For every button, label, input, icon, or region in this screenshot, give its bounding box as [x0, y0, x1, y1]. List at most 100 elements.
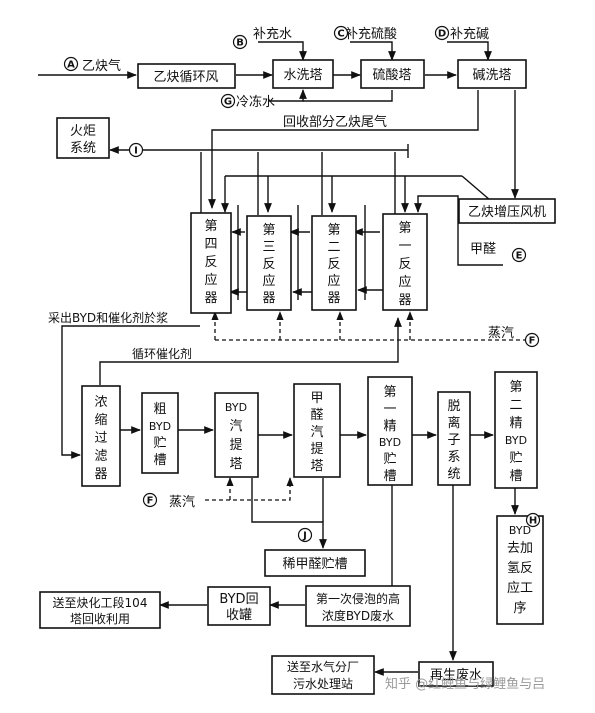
svg-text:序: 序 [513, 601, 526, 616]
svg-text:离: 离 [447, 415, 460, 431]
svg-text:精: 精 [383, 419, 396, 434]
svg-text:收罐: 收罐 [226, 608, 252, 623]
box-water-wash-tower: 水洗塔 [272, 59, 334, 89]
svg-text:第: 第 [204, 219, 217, 234]
svg-text:贮: 贮 [509, 451, 522, 466]
box-to-wastewater-station: 送至水气分厂 污水处理站 [271, 655, 375, 695]
svg-text:槽: 槽 [383, 469, 396, 484]
box-concentrate-filter: 浓 缩 过 滤 器 [81, 385, 121, 487]
svg-text:滤: 滤 [94, 449, 107, 464]
box-high-conc-byd-waste: 第一次侵泡的高 浓度BYD废水 [305, 585, 411, 627]
svg-text:再生废水: 再生废水 [430, 667, 482, 683]
svg-text:第: 第 [383, 385, 396, 400]
marker-e: E [511, 247, 527, 263]
svg-text:一: 一 [383, 402, 396, 417]
box-deionization-system: 脱 离 子 系 统 [437, 391, 471, 486]
marker-b: B [232, 34, 248, 50]
svg-text:槽: 槽 [509, 469, 522, 484]
svg-text:器: 器 [398, 293, 411, 308]
svg-text:第: 第 [327, 223, 340, 238]
svg-text:G: G [224, 97, 232, 108]
svg-text:A: A [67, 60, 75, 71]
svg-text:碱洗塔: 碱洗塔 [472, 68, 511, 83]
svg-text:H: H [529, 516, 537, 527]
svg-text:D: D [438, 29, 446, 40]
label-make-up-sulfuric-acid: 补充硫酸 [345, 26, 397, 42]
svg-text:二: 二 [509, 398, 522, 413]
marker-c: C [333, 25, 349, 41]
svg-text:槽: 槽 [153, 453, 166, 468]
label-formaldehyde: 甲醛 [470, 241, 496, 257]
svg-text:第: 第 [262, 223, 275, 238]
svg-text:F: F [529, 336, 536, 347]
svg-text:一: 一 [398, 239, 411, 254]
svg-text:B: B [236, 38, 244, 49]
box-flare-system: 火炬 系统 [56, 117, 110, 159]
svg-text:二: 二 [327, 240, 340, 255]
svg-text:提: 提 [229, 437, 242, 453]
svg-text:浓: 浓 [94, 395, 107, 410]
box-reactor-4: 第 四 反 应 器 [190, 212, 232, 314]
label-recover-tail-gas: 回收部分乙炔尾气 [283, 114, 387, 130]
svg-text:器: 器 [262, 291, 275, 306]
label-make-up-water: 补充水 [253, 26, 292, 42]
box-reactor-2: 第 二 反 应 器 [311, 215, 357, 311]
box-alkali-wash-tower: 碱洗塔 [457, 59, 527, 89]
svg-text:稀甲醛贮槽: 稀甲醛贮槽 [282, 556, 347, 572]
svg-text:第一次侵泡的高: 第一次侵泡的高 [316, 591, 400, 606]
label-make-up-alkali: 补充碱 [450, 26, 489, 42]
label-recycle-catalyst: 循环催化剂 [132, 346, 192, 361]
svg-text:反: 反 [262, 257, 275, 272]
box-byd-stripper: BYD 汽 提 塔 [214, 392, 259, 478]
svg-text:乙炔循环风: 乙炔循环风 [153, 70, 218, 85]
svg-text:BYD: BYD [509, 524, 531, 537]
svg-text:BYD回: BYD回 [219, 592, 258, 607]
svg-text:I: I [134, 146, 138, 157]
box-sulfuric-acid-tower: 硫酸塔 [360, 59, 425, 89]
svg-text:污水处理站: 污水处理站 [293, 677, 353, 691]
label-slurry-out: 采出BYD和催化剂於浆 [48, 310, 168, 325]
box-booster-fan: 乙炔增压风机 [458, 198, 556, 224]
label-acetylene-gas: 乙炔气 [82, 58, 121, 74]
watermark: 知乎 @红鲤鱼与绿鲤鱼与吕 [385, 676, 545, 692]
svg-text:去加: 去加 [507, 541, 533, 556]
svg-text:BYD: BYD [505, 434, 527, 447]
svg-text:反: 反 [204, 255, 217, 270]
svg-text:氢反: 氢反 [507, 561, 533, 576]
svg-text:应: 应 [262, 273, 275, 289]
svg-text:器: 器 [94, 467, 107, 482]
svg-text:C: C [337, 29, 344, 40]
box-byd-recovery-tank: BYD回 收罐 [207, 586, 271, 626]
svg-text:应: 应 [204, 272, 217, 288]
svg-text:送至水气分厂: 送至水气分厂 [287, 659, 359, 674]
svg-text:过: 过 [94, 431, 107, 446]
connectors [38, 41, 530, 676]
svg-text:硫酸塔: 硫酸塔 [372, 68, 411, 83]
box-refined1-byd-tank: 第 一 精 BYD 贮 槽 [367, 376, 413, 486]
marker-g: G [220, 93, 236, 109]
svg-text:汽: 汽 [229, 419, 242, 434]
box-formaldehyde-stripper: 甲 醛 汽 提 塔 [293, 383, 341, 478]
svg-text:反: 反 [327, 257, 340, 272]
svg-text:三: 三 [262, 240, 275, 255]
svg-text:精: 精 [509, 416, 522, 431]
svg-text:子: 子 [447, 433, 460, 448]
marker-h: H [525, 512, 541, 528]
marker-a: A [63, 56, 79, 72]
svg-text:四: 四 [204, 237, 217, 252]
svg-text:第: 第 [509, 380, 522, 395]
svg-text:F: F [147, 496, 154, 507]
box-regeneration-wastewater: 再生废水 [418, 661, 494, 687]
marker-d: D [434, 25, 450, 41]
svg-text:应: 应 [398, 274, 411, 290]
svg-text:反: 反 [398, 257, 411, 272]
svg-text:粗: 粗 [153, 402, 166, 417]
svg-text:BYD: BYD [379, 436, 401, 449]
svg-text:醛: 醛 [310, 407, 323, 423]
svg-text:贮: 贮 [383, 452, 396, 467]
label-chilled-water: 冷冻水 [236, 94, 275, 110]
svg-text:甲: 甲 [310, 391, 323, 406]
label-steam-bottom: 蒸汽 [169, 495, 195, 510]
svg-text:统: 统 [447, 467, 460, 482]
